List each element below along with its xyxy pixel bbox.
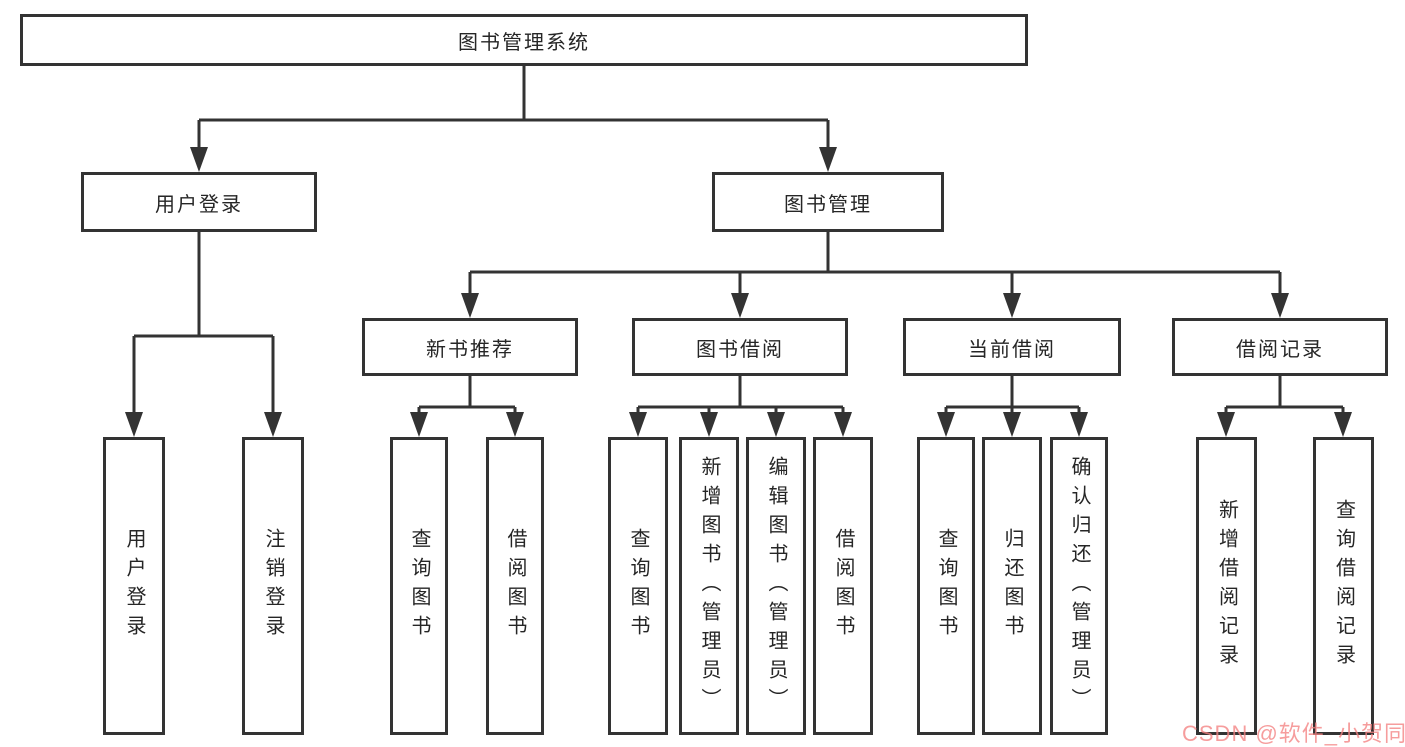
node-user-login: 用户登录: [81, 172, 317, 232]
leaf-query-books-1: 查询图书: [390, 437, 448, 735]
arrowhead: [937, 412, 955, 437]
leaf-query-books-3: 查询图书: [917, 437, 975, 735]
arrowhead: [1003, 293, 1021, 318]
connector-current-borrow-to-leaves: [937, 376, 1088, 437]
connector-root-to-level2: [190, 66, 837, 172]
connector-book-borrow-to-leaves: [629, 376, 852, 437]
node-borrow-records: 借阅记录: [1172, 318, 1388, 376]
arrowhead: [506, 412, 524, 437]
node-book-borrow: 图书借阅: [632, 318, 848, 376]
node-book-management: 图书管理: [712, 172, 944, 232]
leaf-logout: 注销登录: [242, 437, 304, 735]
leaf-borrow-books-1: 借阅图书: [486, 437, 544, 735]
connector-new-books-to-leaves: [410, 376, 524, 437]
arrowhead: [190, 147, 208, 172]
leaf-confirm-return-admin: 确认归还（管理员）: [1050, 437, 1108, 735]
arrowhead: [1334, 412, 1352, 437]
arrowhead: [410, 412, 428, 437]
arrowhead: [731, 293, 749, 318]
leaf-user-login: 用户登录: [103, 437, 165, 735]
node-current-borrow: 当前借阅: [903, 318, 1121, 376]
arrowhead: [834, 412, 852, 437]
arrowhead: [461, 293, 479, 318]
leaf-add-books-admin: 新增图书（管理员）: [679, 437, 739, 735]
arrowhead: [1070, 412, 1088, 437]
connector-borrow-records-to-leaves: [1217, 376, 1352, 437]
leaf-add-borrow-record: 新增借阅记录: [1196, 437, 1257, 735]
connector-book-mgmt-to-level3: [461, 232, 1289, 318]
arrowhead: [1271, 293, 1289, 318]
csdn-watermark: CSDN @软件_小贺同学: [1182, 721, 1405, 746]
node-new-book-recommend: 新书推荐: [362, 318, 578, 376]
leaf-borrow-books-2: 借阅图书: [813, 437, 873, 735]
arrowhead: [1217, 412, 1235, 437]
arrowhead: [819, 147, 837, 172]
arrowhead: [1003, 412, 1021, 437]
arrowhead: [629, 412, 647, 437]
leaf-query-books-2: 查询图书: [608, 437, 668, 735]
arrowhead: [700, 412, 718, 437]
arrowhead: [264, 412, 282, 437]
arrowhead: [767, 412, 785, 437]
arrowhead: [125, 412, 143, 437]
leaf-return-books: 归还图书: [982, 437, 1042, 735]
leaf-edit-books-admin: 编辑图书（管理员）: [746, 437, 806, 735]
connector-user-login-to-leaves: [125, 232, 282, 437]
leaf-query-borrow-record: 查询借阅记录: [1313, 437, 1374, 735]
node-root-system: 图书管理系统: [20, 14, 1028, 66]
